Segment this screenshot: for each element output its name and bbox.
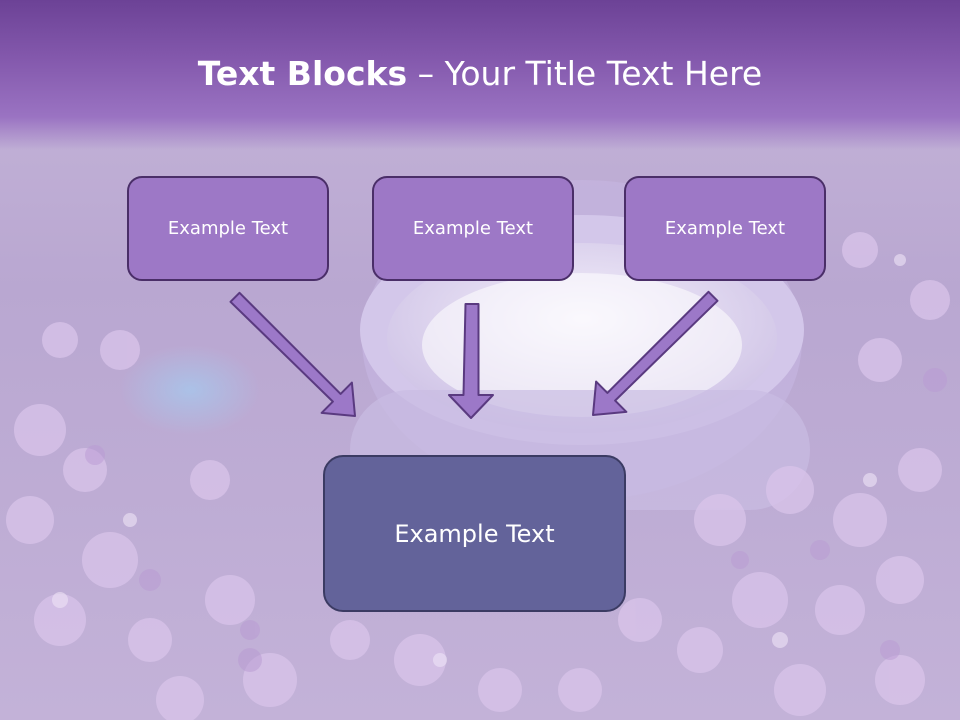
- text-block-right[interactable]: Example Text: [624, 176, 826, 281]
- text-block-center-label: Example Text: [412, 218, 534, 239]
- slide-title: Text Blocks – Your Title Text Here: [0, 52, 960, 96]
- arrow-left: [229, 291, 356, 417]
- arrow-center: [448, 303, 494, 419]
- arrow-right: [592, 290, 719, 416]
- text-block-bottom-label: Example Text: [394, 519, 555, 548]
- text-block-center[interactable]: Example Text: [372, 176, 574, 281]
- title-bold: Text Blocks: [197, 54, 408, 93]
- text-block-bottom[interactable]: Example Text: [323, 455, 626, 612]
- text-block-right-label: Example Text: [664, 218, 786, 239]
- title-dash: –: [407, 54, 445, 93]
- title-rest: Your Title Text Here: [444, 54, 763, 93]
- text-block-left[interactable]: Example Text: [127, 176, 329, 281]
- title-bar: [0, 0, 960, 150]
- text-block-left-label: Example Text: [167, 218, 289, 239]
